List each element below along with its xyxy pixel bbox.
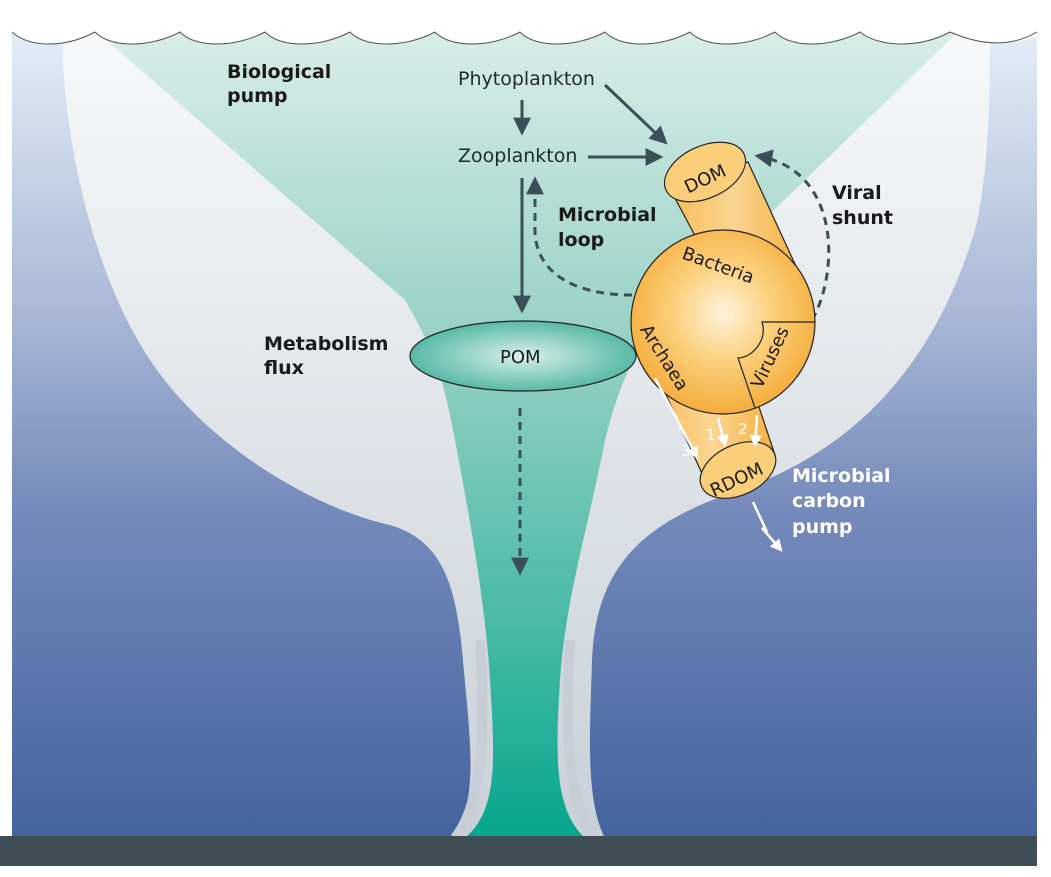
pathway-number-3: 3 <box>681 442 691 460</box>
arrow-microbial-carbon-pump <box>751 501 783 552</box>
label-metabolism-flux-1: Metabolism <box>264 333 388 355</box>
node-pom: POM <box>500 347 541 368</box>
label-metabolism-flux-2: flux <box>264 357 304 379</box>
funnel-edge <box>450 639 488 842</box>
pom-ellipse <box>409 320 637 392</box>
pathway-number-2: 2 <box>738 420 748 438</box>
microbe-sphere <box>630 229 816 415</box>
bottom-margin <box>0 866 1051 877</box>
label-viral-shunt-1: Viral <box>832 182 882 204</box>
label-biological-pump-2: pump <box>227 85 288 107</box>
arrow-pathway-1 <box>716 417 729 448</box>
viruses-wedge <box>737 321 815 409</box>
label-microbial-loop-2: loop <box>558 229 604 251</box>
label-viral-shunt-2: shunt <box>832 207 893 229</box>
label-biological-pump-1: Biological <box>227 61 331 83</box>
arrow-pathway-2 <box>749 414 762 448</box>
right-margin <box>1037 30 1051 877</box>
label-microbial-loop-1: Microbial <box>558 204 657 226</box>
label-microbial-carbon-pump-1: Microbial <box>792 465 891 487</box>
arrow-phyto-to-dom <box>603 83 668 145</box>
arrow-viral-shunt <box>754 149 831 321</box>
funnel-edge <box>562 639 600 842</box>
pathway-number-1: 1 <box>706 426 716 444</box>
wave-line <box>11 31 1038 45</box>
label-microbial-carbon-pump-3: pump <box>792 516 853 538</box>
node-phytoplankton: Phytoplankton <box>458 68 595 90</box>
node-zooplankton: Zooplankton <box>458 145 577 167</box>
seafloor <box>0 836 1037 866</box>
label-microbial-carbon-pump-2: carbon <box>792 490 866 512</box>
left-margin <box>0 30 12 877</box>
arrow-pathway-3 <box>653 377 699 460</box>
